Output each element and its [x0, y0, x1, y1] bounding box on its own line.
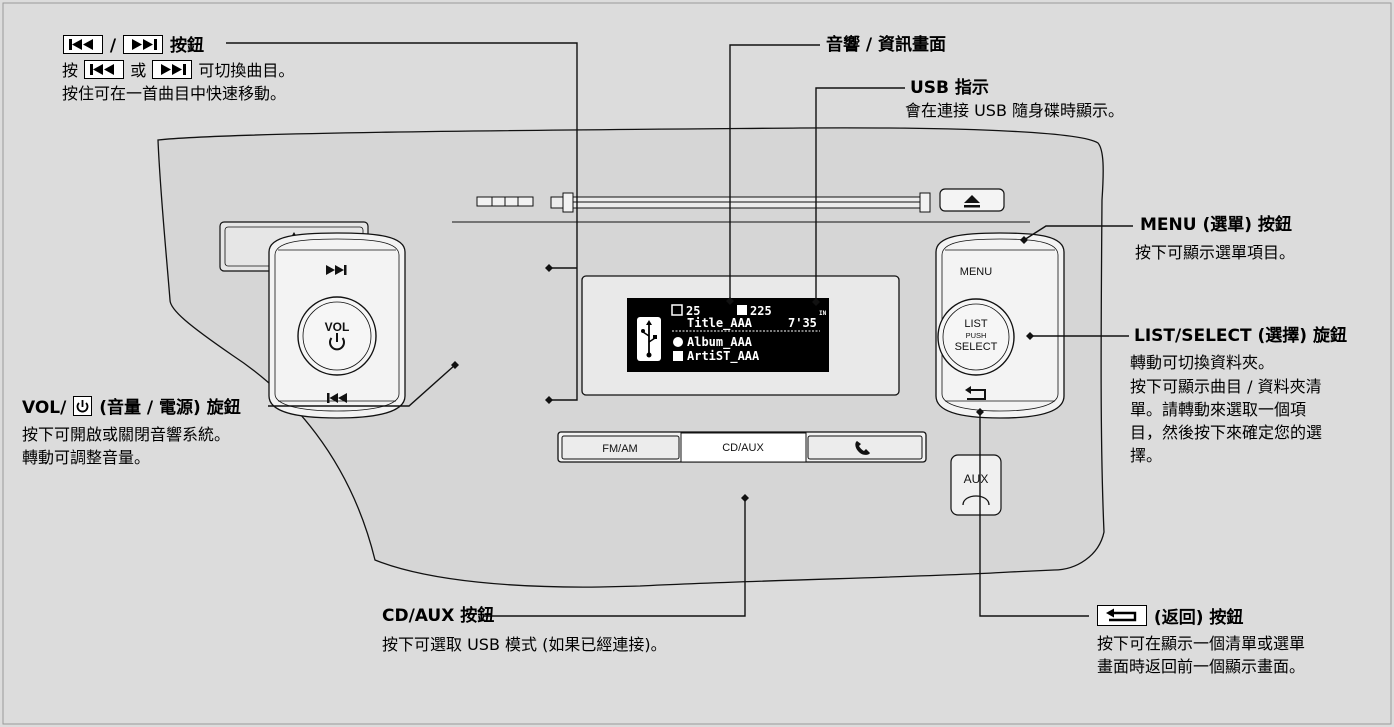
menu-button-label: MENU	[960, 266, 992, 278]
list-select-line2: 按下可顯示曲目 / 資料夾清	[1130, 377, 1322, 396]
back-button-line2: 畫面時返回前一個顯示畫面。	[1097, 657, 1306, 676]
lcd-time: 7'35	[788, 316, 817, 330]
lcd-artist: ArtiST_AAA	[687, 349, 760, 364]
eject-icon	[964, 195, 980, 208]
list-select-line3: 單。請轉動來選取一個項	[1130, 400, 1307, 419]
lcd-album: Album_AAA	[687, 335, 753, 350]
cd-slot	[476, 192, 931, 213]
list-select-line5: 擇。	[1130, 446, 1163, 465]
usb-indicator-desc: 會在連接 USB 隨身碟時顯示。	[905, 101, 1125, 120]
cd-aux-label: CD/AUX	[722, 442, 764, 454]
lcd-folder-number: 25	[686, 304, 700, 318]
fm-am-button	[561, 435, 680, 460]
skip-back-icon	[327, 393, 347, 403]
skip-back-icon	[84, 60, 125, 79]
callout-lines	[226, 42, 1133, 617]
back-arrow-icon	[1097, 605, 1147, 626]
usb-indicator-title: USB 指示	[910, 78, 989, 98]
aux-label: AUX	[964, 472, 989, 486]
cd-aux-title: CD/AUX 按鈕	[382, 606, 495, 626]
skip-forward-icon	[326, 265, 347, 275]
skip-forward-icon	[152, 60, 193, 79]
vol-knob-line1: 按下可開啟或關閉音響系統。	[22, 425, 231, 444]
menu-button-desc: 按下可顯示選單項目。	[1135, 243, 1296, 262]
aux-button	[950, 454, 1002, 516]
phone-icon	[855, 441, 870, 455]
fm-am-label: FM/AM	[602, 443, 637, 455]
artist-icon	[673, 351, 683, 361]
vol-knob-line2: 轉動可調整音量。	[22, 448, 151, 467]
back-button-line1: 按下可在顯示一個清單或選單	[1097, 634, 1306, 653]
vol-knob-label: VOL	[325, 320, 350, 334]
track-icon	[737, 305, 747, 315]
lcd-title: Title_AAA	[687, 316, 753, 331]
phone-button	[807, 435, 923, 460]
skip-buttons-line2: 按住可在一首曲目中快速移動。	[62, 84, 287, 103]
lcd-track-number: 225	[750, 304, 772, 318]
list-select-line4: 目，然後按下來確定您的選	[1130, 423, 1323, 442]
power-icon	[73, 396, 93, 416]
knob-label-select: SELECT	[955, 341, 998, 353]
pod-back-arrow-icon	[965, 386, 986, 400]
skip-buttons-title: / 按鈕	[62, 35, 204, 56]
back-button-title: (返回) 按鈕	[1096, 605, 1243, 628]
album-icon	[673, 337, 683, 347]
usb-indicator-icon	[637, 317, 661, 361]
list-select-title: LIST/SELECT (選擇) 旋鈕	[1134, 326, 1347, 346]
cd-aux-desc: 按下可選取 USB 模式 (如果已經連接)。	[382, 635, 667, 654]
knob-label-list: LIST	[964, 318, 988, 330]
callout-dots	[451, 236, 1034, 502]
skip-buttons-line1: 按 或 可切換曲目。	[62, 60, 295, 80]
skip-forward-icon	[123, 35, 164, 54]
skip-back-icon	[63, 35, 103, 54]
folder-icon	[671, 304, 683, 316]
knob-power-icon	[329, 333, 345, 351]
knob-label-push: PUSH	[966, 331, 987, 340]
lcd-status-indicator: IN	[819, 310, 827, 317]
display-title: 音響 / 資訊畫面	[826, 35, 947, 55]
menu-button-title: MENU (選單) 按鈕	[1140, 215, 1292, 235]
cd-aux-button	[680, 432, 807, 463]
list-select-knob	[937, 298, 1015, 376]
vol-knob-title: VOL/ (音量 / 電源) 旋鈕	[22, 396, 241, 418]
list-select-line1: 轉動可切換資料夾。	[1130, 353, 1275, 372]
